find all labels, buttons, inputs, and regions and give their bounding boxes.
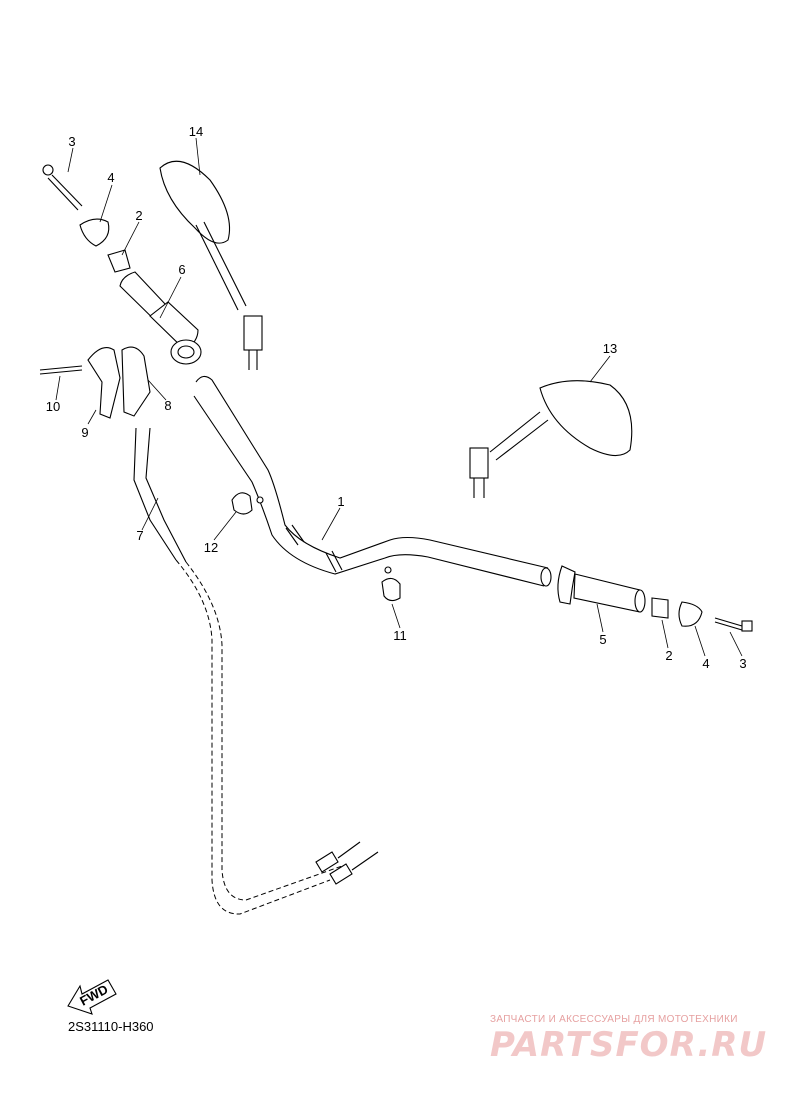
- clamps: [231, 492, 401, 602]
- handlebar: [193, 375, 552, 587]
- callout-c2b: 2: [665, 648, 672, 663]
- callout-c5: 5: [599, 632, 606, 647]
- callout-c14: 14: [189, 124, 203, 139]
- leader-lines: [55, 137, 743, 657]
- callout-c13: 13: [603, 341, 617, 356]
- callout-c6: 6: [178, 262, 185, 277]
- fwd-arrow: FWD: [67, 979, 117, 1015]
- diagram-code: 2S31110-H360: [68, 1019, 154, 1034]
- callout-c4a: 4: [107, 170, 114, 185]
- callout-c12: 12: [204, 540, 218, 555]
- watermark-tagline: ЗАПЧАСТИ И АКСЕССУАРЫ ДЛЯ МОТОТЕХНИКИ: [490, 1014, 738, 1025]
- callout-c3a: 3: [68, 134, 75, 149]
- callout-c4b: 4: [702, 656, 709, 671]
- callout-c10: 10: [46, 399, 60, 414]
- throttle-housing: [39, 346, 151, 419]
- grip-end-weight-right: [651, 597, 753, 632]
- throttle-cables: [133, 427, 379, 915]
- left-mirror: [159, 160, 263, 370]
- watermark: ЗАПЧАСТИ И АКСЕССУАРЫ ДЛЯ МОТОТЕХНИКИ PA…: [490, 1014, 767, 1065]
- callout-c8: 8: [164, 398, 171, 413]
- callout-c9: 9: [81, 425, 88, 440]
- callout-labels: 3 4 2 6 14 13 1 5 2 4 3 11 12 7 8 9 10: [46, 124, 747, 671]
- right-mirror: [469, 380, 633, 498]
- watermark-brand: PARTSFOR.RU: [490, 1025, 767, 1065]
- grip-end-weight-left: [42, 164, 131, 273]
- callout-c2a: 2: [135, 208, 142, 223]
- right-grip: [557, 565, 646, 613]
- callout-c1: 1: [337, 494, 344, 509]
- callout-c11: 11: [393, 628, 407, 643]
- callout-c3b: 3: [739, 656, 746, 671]
- callout-c7: 7: [136, 528, 143, 543]
